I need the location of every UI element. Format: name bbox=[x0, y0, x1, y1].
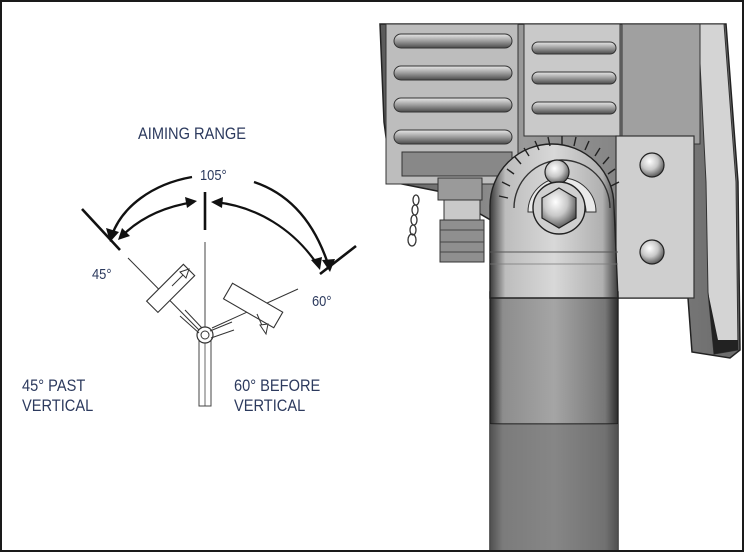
arc-inner-right-tail bbox=[311, 257, 322, 270]
arc-outer-left bbox=[110, 175, 193, 236]
cooling-fins-right bbox=[531, 41, 617, 115]
left-caption-line-2: VERTICAL bbox=[22, 396, 94, 415]
right-arm-b bbox=[210, 329, 235, 339]
right-caption-line-2: VERTICAL bbox=[234, 396, 306, 415]
plate-bolt-bottom bbox=[639, 239, 665, 265]
left-direction-arrowhead bbox=[179, 268, 190, 279]
arc-inner-left-tail bbox=[118, 228, 130, 240]
right-arm-a bbox=[209, 321, 233, 332]
arc-inner-right bbox=[213, 200, 318, 265]
adjust-bolt-upper bbox=[544, 159, 570, 185]
arc-inner-left-arrowhead bbox=[185, 197, 197, 208]
right-direction-arrowhead bbox=[259, 323, 269, 336]
tick-right bbox=[319, 244, 357, 276]
arc-outer-right-arrowhead bbox=[322, 259, 335, 272]
total-angle-label: 105° bbox=[200, 167, 227, 184]
cable-gland bbox=[437, 177, 485, 263]
left-caption-line-1: 45° PAST bbox=[22, 376, 86, 395]
degree-scale bbox=[498, 136, 620, 199]
pivot-bolt-head bbox=[541, 187, 577, 229]
lanyard-chain bbox=[407, 194, 420, 247]
aiming-range-title: AIMING RANGE bbox=[138, 124, 247, 143]
arc-inner-right-arrowhead bbox=[211, 197, 223, 208]
right-caption-line-1: 60° BEFORE bbox=[234, 376, 321, 395]
cooling-fins-left bbox=[393, 33, 513, 177]
housing-side bbox=[621, 23, 701, 145]
left-arm-a bbox=[179, 315, 200, 334]
right-fixture-shape bbox=[222, 282, 284, 329]
arc-outer-right bbox=[253, 180, 330, 265]
left-arm-b bbox=[184, 309, 203, 329]
right-angle-label: 60° bbox=[312, 293, 332, 310]
left-angle-label: 45° bbox=[92, 266, 112, 283]
scale-arc bbox=[513, 159, 611, 209]
tick-left bbox=[81, 208, 121, 251]
plate-bolt-top bbox=[639, 152, 665, 178]
knuckle-inner bbox=[200, 330, 210, 340]
